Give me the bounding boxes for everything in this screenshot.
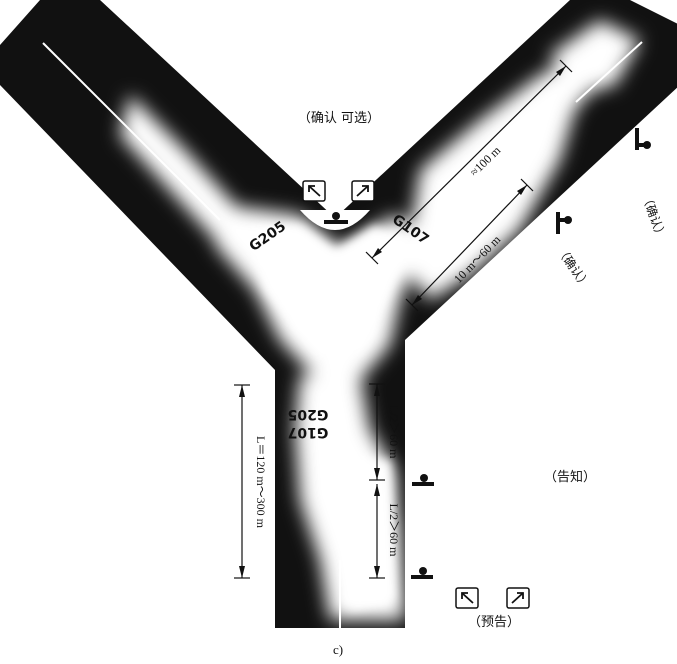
trunk-right-caption: （告知） [544, 469, 596, 485]
arrow-up-left-icon [302, 180, 326, 202]
arrow-up-right-icon [506, 587, 530, 609]
figure-caption: c) [333, 642, 343, 657]
left-lane-divider [42, 42, 221, 221]
right-upper-caption: （确认） [639, 192, 669, 242]
dimension-trunk-lower: L/2＞60 m [369, 484, 401, 579]
trunk-road-label: G107 G205 [288, 406, 329, 440]
dimension-trunk-lower-label: L/2＞60 m [387, 504, 401, 558]
trunk-label-line2: G205 [288, 406, 329, 422]
trunk-label-line1: G107 [288, 424, 329, 440]
sign-post-icon [411, 567, 433, 579]
sign-post-icon [556, 212, 572, 234]
dimension-trunk-upper: L/2＞60 m [369, 383, 401, 481]
bottom-pair-caption: （预告） [468, 615, 520, 630]
dimension-trunk-total: L＝120 m～300 m [234, 384, 268, 579]
right-lower-caption: （确认） [554, 244, 593, 291]
dimension-trunk-upper-label: L/2＞60 m [387, 406, 401, 460]
road-shading [42, 20, 643, 628]
right-lane-divider [575, 41, 643, 103]
top-pair-caption: （确认 可选） [298, 111, 380, 126]
sign-post-icon [635, 128, 651, 150]
sign-post-icon [324, 212, 348, 224]
dimension-trunk-total-label: L＝120 m～300 m [254, 436, 268, 529]
arrow-up-left-icon [455, 587, 479, 609]
sign-post-icon [412, 474, 434, 486]
arrow-up-right-icon [351, 180, 375, 202]
